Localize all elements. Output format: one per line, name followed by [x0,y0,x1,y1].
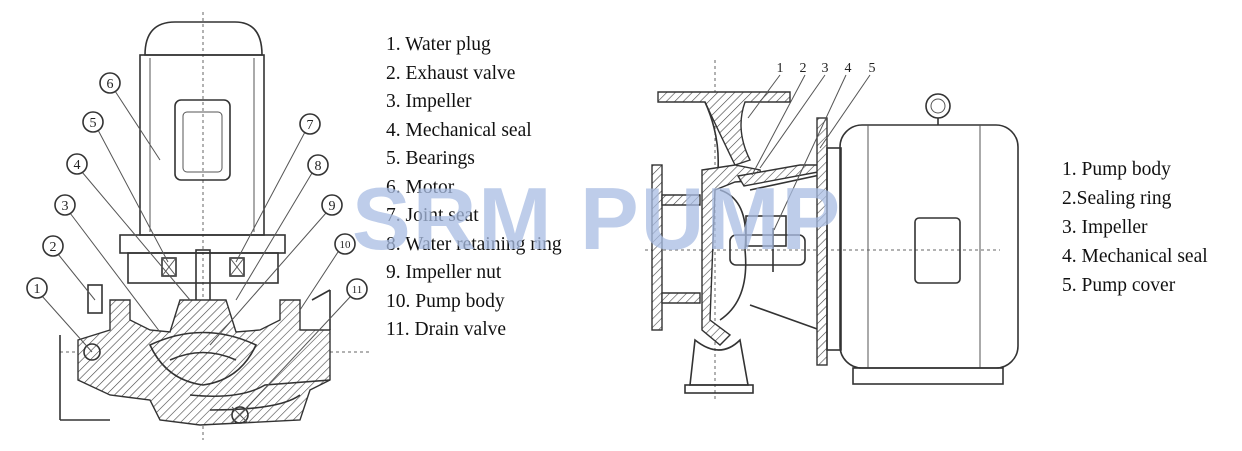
legend-item: 5. Bearings [386,148,475,169]
callout-10: 10 [334,233,356,255]
callout-1: 1 [26,277,48,299]
callout-5: 5 [869,61,876,76]
legend-item: 8. Water retaining ring [386,233,562,255]
callout-4: 4 [845,61,852,76]
horizontal-pump-drawing: 1 2 3 4 5 [645,60,1019,400]
callout-7: 7 [299,113,321,135]
legend-item: 6. Motor [386,176,455,198]
callout-4: 4 [66,153,88,175]
legend-item: 4. Mechanical seal [386,119,532,141]
vertical-pump-drawing: 1 2 3 4 5 6 7 8 9 10 11 [26,12,370,440]
legend-item: 1. Water plug [386,34,491,55]
svg-text:3: 3 [62,199,69,214]
legend-item: 10. Pump body [386,290,505,312]
svg-text:4: 4 [74,158,81,173]
svg-text:11: 11 [352,284,363,296]
svg-text:10: 10 [340,239,352,251]
legend-item: 11. Drain valve [386,319,507,340]
legend-item: 2. Exhaust valve [386,62,516,84]
legend-item: 2.Sealing ring [1062,188,1172,209]
legend-item: 7. Joint seat [386,205,479,226]
legend-item: 4. Mechanical seal [1062,246,1208,267]
legend-item: 3. Impeller [386,91,472,112]
legend-item: 3. Impeller [1062,217,1148,238]
svg-text:2: 2 [50,240,57,255]
svg-text:5: 5 [90,116,97,131]
callout-3: 3 [54,194,76,216]
svg-text:8: 8 [315,159,322,174]
svg-text:1: 1 [34,282,41,297]
callout-6: 6 [99,72,121,94]
svg-text:6: 6 [107,77,114,92]
legend-item: 5. Pump cover [1062,275,1176,296]
svg-text:7: 7 [307,118,314,133]
callout-11: 11 [346,278,368,300]
callout-2: 2 [42,235,64,257]
horizontal-pump-legend: 1. Pump body 2.Sealing ring 3. Impeller … [1062,155,1208,300]
svg-text:9: 9 [329,199,336,214]
callout-9: 9 [321,194,343,216]
callout-3: 3 [822,61,829,76]
legend-item: 1. Pump body [1062,159,1171,180]
legend-item: 9. Impeller nut [386,262,502,283]
callout-8: 8 [307,154,329,176]
callout-1: 1 [777,61,784,76]
callout-2: 2 [800,61,807,76]
vertical-pump-legend: 1. Water plug 2. Exhaust valve 3. Impell… [386,31,562,345]
callout-5: 5 [82,111,104,133]
